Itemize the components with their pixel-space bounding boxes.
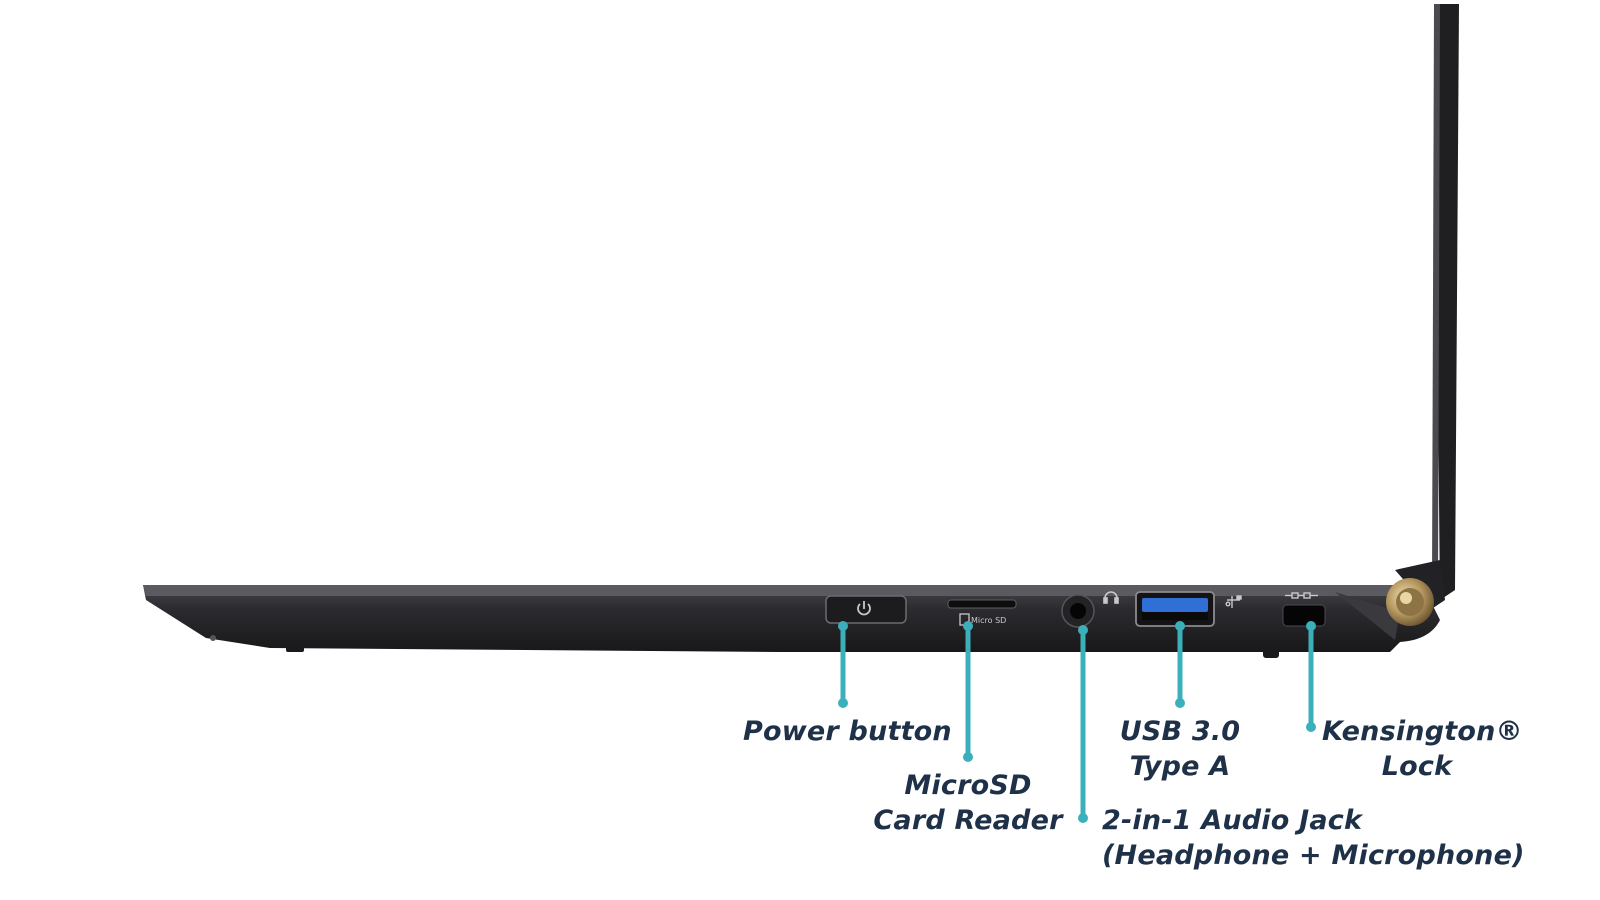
label-kensington-line2: Lock — [1381, 751, 1453, 782]
power-icon — [857, 601, 871, 616]
microsd-slot: Micro SD — [947, 599, 1017, 626]
callout-power — [838, 621, 848, 708]
label-kensington-line1: Kensington® — [1322, 716, 1523, 747]
svg-text:Micro SD: Micro SD — [971, 616, 1006, 625]
callout-usb — [1175, 621, 1185, 708]
laptop-lid — [1432, 4, 1459, 600]
label-microsd-line1: MicroSD — [904, 770, 1032, 801]
headphone-icon — [1103, 591, 1119, 604]
label-usb: USB 3.0 Type A — [1100, 714, 1260, 784]
label-usb-line1: USB 3.0 — [1119, 716, 1241, 747]
label-usb-line2: Type A — [1129, 751, 1231, 782]
usb-icon — [1225, 595, 1242, 608]
label-microsd-line2: Card Reader — [873, 805, 1063, 836]
callout-kensington — [1306, 621, 1316, 732]
label-power-button-line1: Power button — [743, 716, 952, 747]
power-button-port — [825, 595, 907, 624]
label-audio-jack: 2-in-1 Audio Jack (Headphone + Microphon… — [1102, 803, 1525, 873]
label-power-button: Power button — [743, 714, 952, 749]
kensington-lock-icon — [1285, 592, 1318, 599]
label-audio-jack-line2: (Headphone + Microphone) — [1102, 840, 1525, 871]
label-microsd: MicroSD Card Reader — [868, 768, 1068, 838]
callout-audio — [1078, 625, 1088, 823]
usb-port — [1135, 591, 1242, 627]
callout-microsd — [963, 621, 973, 762]
laptop-base — [143, 585, 1440, 658]
label-audio-jack-line1: 2-in-1 Audio Jack — [1102, 805, 1363, 836]
kensington-lock-port — [1282, 592, 1326, 627]
callout-lines — [838, 621, 1316, 823]
audio-jack-port — [1061, 591, 1119, 628]
hinge — [1386, 560, 1445, 626]
label-kensington: Kensington® Lock — [1322, 714, 1523, 784]
